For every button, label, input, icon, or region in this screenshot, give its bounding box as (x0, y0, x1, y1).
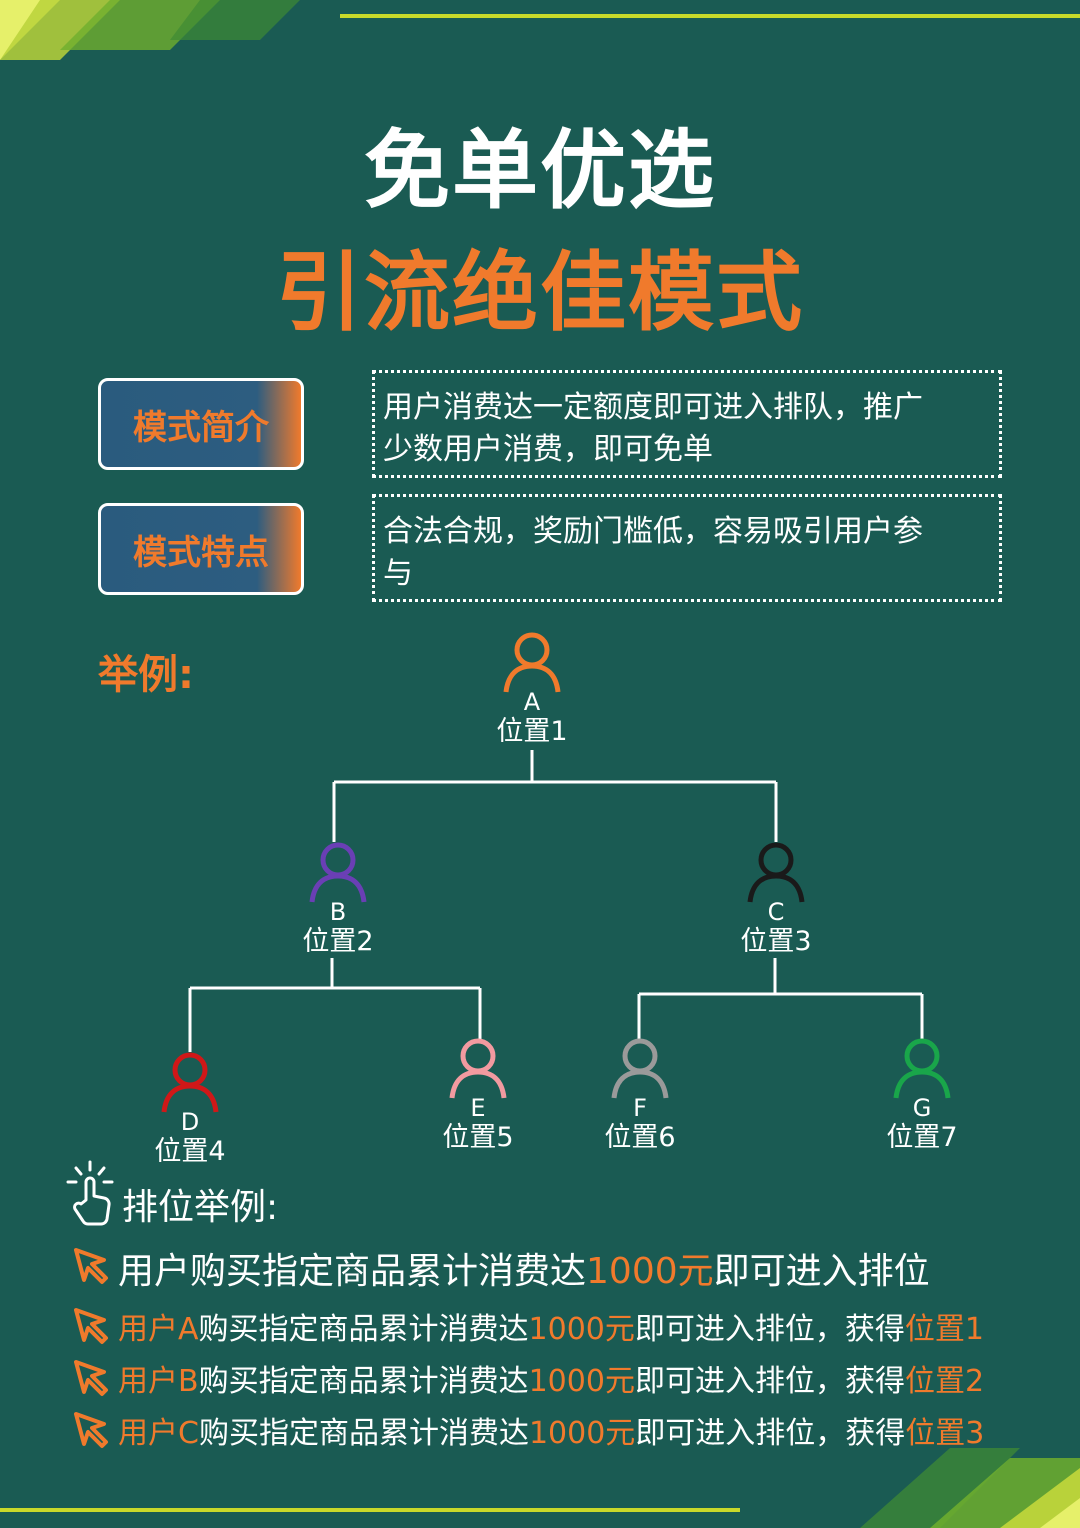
ranking-intro-a: 用户购买指定商品累计消费达 (118, 1251, 587, 1292)
ranking-item-a-mid: 购买指定商品累计消费达 (198, 1312, 529, 1347)
ranking-item-b-amount: 1000元 (528, 1364, 635, 1399)
node-d-letter: D (180, 1108, 200, 1136)
cursor-arrow-icon (74, 1308, 108, 1344)
ranking-item-a-tail: 即可进入排位，获得 (634, 1312, 905, 1347)
intro-description: 用户消费达一定额度即可进入排队，推广 少数用户消费，即可免单 (372, 370, 1002, 478)
cursor-arrow-icon (74, 1360, 108, 1396)
ranking-intro-amount: 1000元 (586, 1251, 714, 1292)
ranking-item-b-user: 用户B (118, 1364, 199, 1399)
ranking-item-a-pos: 位置1 (904, 1312, 984, 1347)
top-rule (340, 14, 1080, 18)
node-c-position: 位置3 (740, 926, 812, 957)
cursor-arrow-icon (74, 1412, 108, 1448)
position-tree: A 位置1 B 位置2 C 位置3 D 位置4 E 位置5 (0, 620, 1080, 1180)
intro-text-line1: 用户消费达一定额度即可进入排队，推广 (383, 390, 923, 425)
ranking-item-c-pos: 位置3 (905, 1416, 985, 1451)
features-text-line1: 合法合规，奖励门槛低，容易吸引用户参 (383, 514, 923, 549)
node-g: G 位置7 (862, 1036, 982, 1156)
node-d-position: 位置4 (154, 1136, 226, 1167)
node-g-position: 位置7 (886, 1122, 958, 1153)
ranking-item-c-amount: 1000元 (528, 1416, 636, 1451)
ranking-item-a-user: 用户A (118, 1312, 199, 1347)
node-b-position: 位置2 (302, 926, 374, 957)
ranking-item-c: 用户C购买指定商品累计消费达1000元即可进入排位，获得位置3 (118, 1408, 984, 1452)
person-outline-icon (747, 842, 805, 903)
node-f-position: 位置6 (604, 1122, 676, 1153)
ranking-intro-c: 即可进入排位 (713, 1251, 930, 1292)
features-description: 合法合规，奖励门槛低，容易吸引用户参 与 (372, 494, 1002, 602)
decor-top-left (0, 0, 300, 60)
ranking-item-b-mid: 购买指定商品累计消费达 (198, 1364, 529, 1399)
features-text-line2: 与 (383, 556, 413, 591)
person-outline-icon (161, 1052, 219, 1113)
ranking-item-b-tail: 即可进入排位，获得 (634, 1364, 905, 1399)
main-title: 免单优选 (364, 121, 716, 221)
person-outline-icon (893, 1038, 951, 1099)
ranking-item-c-mid: 购买指定商品累计消费达 (198, 1416, 529, 1451)
node-a: A 位置1 (472, 630, 592, 750)
intro-tag: 模式简介 (98, 378, 304, 470)
sub-title: 引流绝佳模式 (276, 243, 804, 343)
node-c-letter: C (767, 898, 785, 926)
ranking-item-c-user: 用户C (118, 1416, 199, 1451)
node-e-position: 位置5 (442, 1122, 514, 1153)
tree-connectors (188, 750, 924, 1052)
example-label: 举例: (98, 652, 194, 698)
person-outline-icon (503, 632, 561, 693)
node-f: F 位置6 (580, 1036, 700, 1156)
node-c: C 位置3 (716, 840, 836, 960)
node-b: B 位置2 (278, 840, 398, 960)
node-f-letter: F (633, 1094, 647, 1122)
node-d: D 位置4 (130, 1050, 250, 1170)
intro-text-line2: 少数用户消费，即可免单 (383, 432, 713, 467)
ranking-item-a: 用户A购买指定商品累计消费达1000元即可进入排位，获得位置1 (118, 1304, 984, 1348)
ranking-title: 排位举例: (122, 1187, 279, 1228)
node-g-letter: G (912, 1094, 932, 1122)
cursor-arrow-icon (74, 1248, 108, 1284)
node-a-position: 位置1 (496, 716, 568, 747)
node-e-letter: E (470, 1094, 486, 1122)
person-outline-icon (309, 842, 367, 903)
person-outline-icon (449, 1038, 507, 1099)
ranking-item-a-amount: 1000元 (528, 1312, 635, 1347)
node-e: E 位置5 (418, 1036, 538, 1156)
node-a-letter: A (523, 688, 541, 716)
pointing-hand-icon (66, 1160, 114, 1226)
node-b-letter: B (329, 898, 347, 926)
ranking-item-b: 用户B购买指定商品累计消费达1000元即可进入排位，获得位置2 (118, 1356, 984, 1400)
ranking-item-c-tail: 即可进入排位，获得 (635, 1416, 906, 1451)
person-outline-icon (611, 1038, 669, 1099)
features-tag: 模式特点 (98, 503, 304, 595)
ranking-item-b-pos: 位置2 (904, 1364, 985, 1399)
bottom-rule (0, 1508, 740, 1512)
decor-bottom-right (860, 1448, 1080, 1528)
ranking-intro: 用户购买指定商品累计消费达1000元即可进入排位 (118, 1242, 930, 1294)
